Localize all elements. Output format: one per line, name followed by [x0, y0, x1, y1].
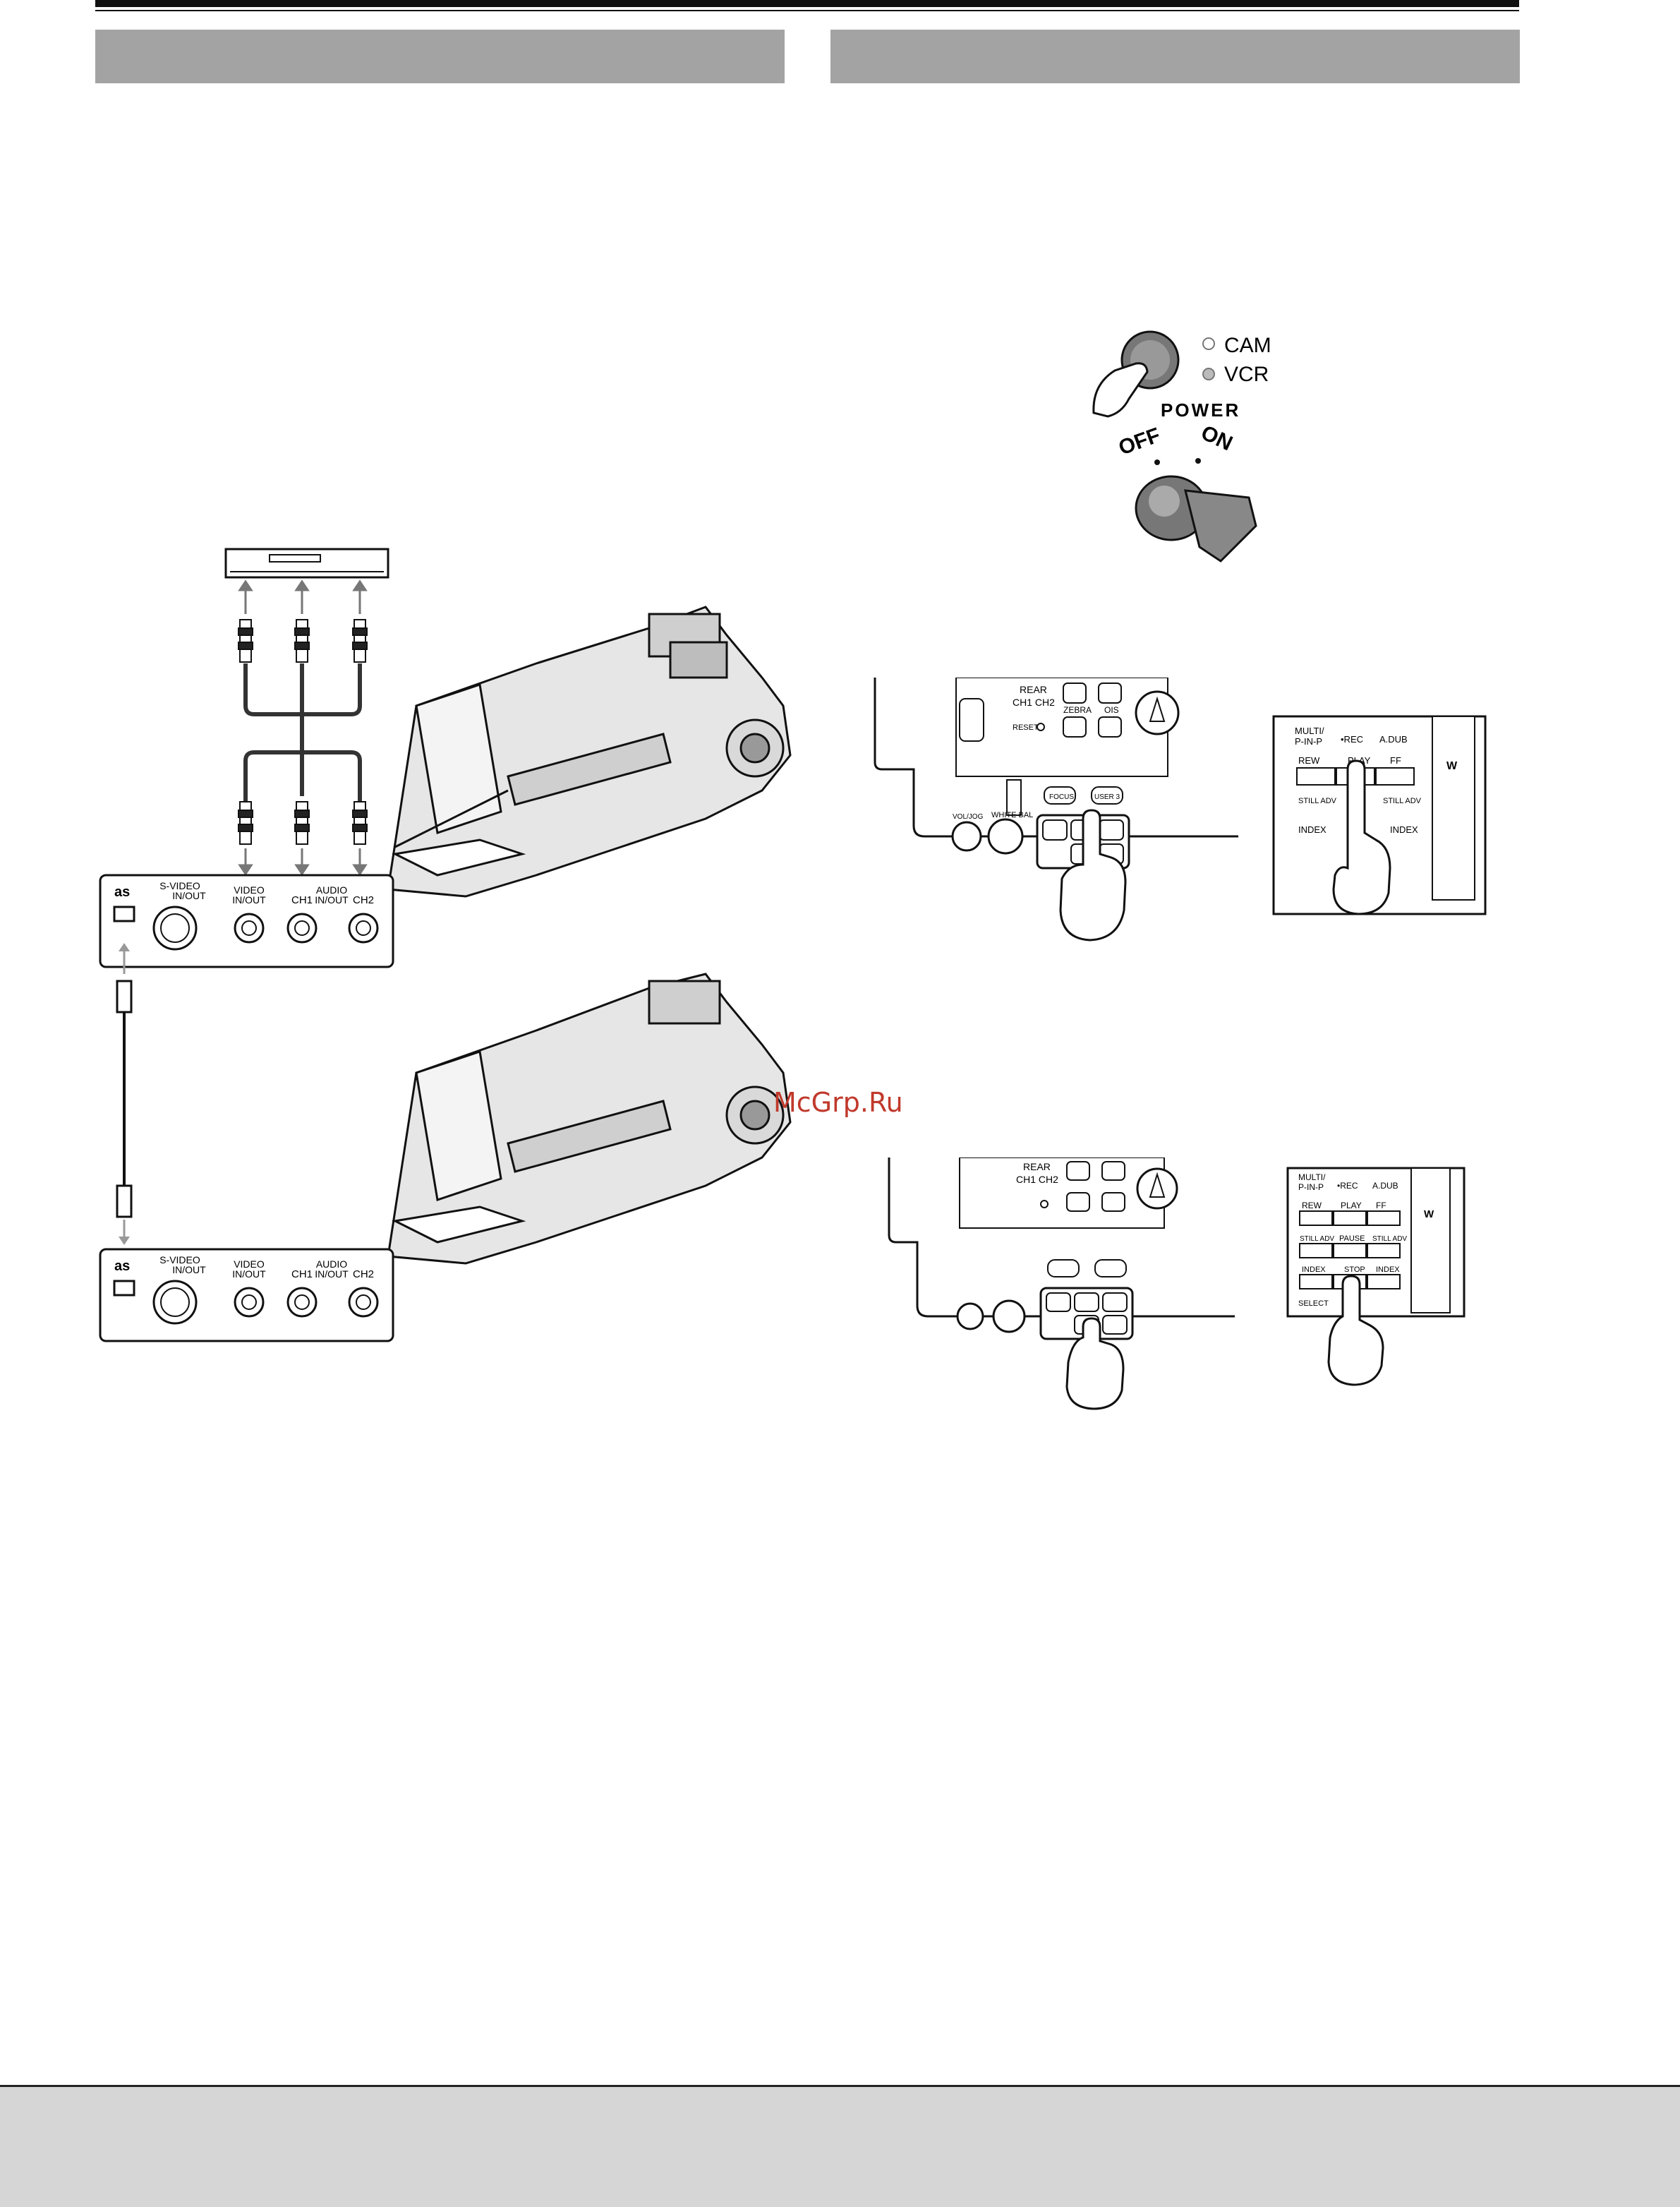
rca-plugs-top — [238, 619, 368, 663]
svg-text:CH1 CH2: CH1 CH2 — [1016, 1174, 1058, 1185]
svg-text:PAUSE: PAUSE — [1339, 1234, 1365, 1243]
camcorder-illustration-bottom — [387, 973, 792, 1265]
svg-text:CH2: CH2 — [353, 1268, 374, 1280]
svg-text:VIDEO: VIDEO — [234, 884, 265, 896]
svg-text:INDEX: INDEX — [1298, 824, 1327, 835]
svg-text:REAR: REAR — [1020, 684, 1047, 695]
vcr-label: VCR — [1224, 363, 1269, 386]
svg-text:FF: FF — [1376, 1201, 1386, 1210]
svg-text:VOL/JOG: VOL/JOG — [953, 813, 984, 821]
svg-text:IN/OUT: IN/OUT — [315, 894, 349, 906]
svg-text:IN/OUT: IN/OUT — [172, 1264, 206, 1275]
external-vcr-icon — [224, 548, 389, 579]
svg-text:•REC: •REC — [1341, 734, 1363, 745]
svg-text:MULTI/: MULTI/ — [1298, 1172, 1326, 1182]
svg-text:STILL ADV: STILL ADV — [1298, 797, 1337, 805]
svg-text:CH1 CH2: CH1 CH2 — [1013, 697, 1055, 708]
svg-text:ZEBRA: ZEBRA — [1063, 705, 1092, 715]
cam-label: CAM — [1224, 334, 1271, 357]
svg-text:A.DUB: A.DUB — [1372, 1181, 1398, 1191]
right-section-header — [830, 30, 1520, 83]
svg-text:P-IN-P: P-IN-P — [1298, 1182, 1324, 1192]
svg-text:MULTI/: MULTI/ — [1295, 726, 1324, 736]
svg-text:INDEX: INDEX — [1302, 1265, 1326, 1274]
svg-text:INDEX: INDEX — [1376, 1265, 1400, 1274]
svg-text:FF: FF — [1390, 755, 1401, 766]
svg-text:REAR: REAR — [1023, 1161, 1051, 1172]
finger-press-remote-play-icon — [1332, 759, 1391, 915]
terminal-panel-bottom: as S-VIDEO IN/OUT VIDEO IN/OUT CH1 AUDIO… — [99, 1248, 394, 1342]
svg-text:STOP: STOP — [1344, 1265, 1365, 1274]
left-section-header — [95, 30, 785, 83]
watermark-text: McGrp.Ru — [773, 1087, 903, 1118]
finger-press-remote-stop-icon — [1327, 1275, 1384, 1386]
dv-port-icon — [113, 906, 135, 922]
svg-text:OIS: OIS — [1104, 705, 1119, 715]
svg-text:as: as — [114, 1258, 130, 1274]
svg-text:AUDIO: AUDIO — [316, 1258, 347, 1270]
svg-text:STILL ADV: STILL ADV — [1372, 1235, 1407, 1243]
svg-text:REW: REW — [1298, 755, 1320, 766]
dv-cable-icon — [116, 943, 133, 1245]
svg-text:USER 3: USER 3 — [1094, 793, 1120, 801]
svg-text:CH1: CH1 — [291, 894, 313, 906]
terminal-panel-top: as S-VIDEO IN/OUT VIDEO IN/OUT CH1 AUDIO… — [99, 874, 394, 968]
svg-text:W: W — [1424, 1208, 1434, 1220]
svg-text:WHITE BAL: WHITE BAL — [991, 811, 1033, 819]
svg-text:A.DUB: A.DUB — [1379, 734, 1408, 745]
svg-text:FOCUS: FOCUS — [1049, 793, 1074, 801]
svg-text:STILL ADV: STILL ADV — [1300, 1235, 1334, 1243]
svg-text:IN/OUT: IN/OUT — [232, 894, 266, 906]
svg-text:RESET: RESET — [1013, 723, 1039, 732]
svg-text:•REC: •REC — [1337, 1181, 1358, 1191]
svg-text:IN/OUT: IN/OUT — [315, 1268, 349, 1280]
svg-text:VIDEO: VIDEO — [234, 1258, 265, 1270]
svg-text:S-VIDEO: S-VIDEO — [159, 1254, 200, 1265]
svg-text:SELECT: SELECT — [1298, 1299, 1329, 1308]
svg-text:S-VIDEO: S-VIDEO — [159, 880, 200, 891]
top-rule-thin — [95, 10, 1519, 11]
finger-press-stop-icon — [1065, 1317, 1125, 1410]
top-rule-thick — [95, 0, 1519, 7]
on-label: ON — [1197, 421, 1236, 455]
camcorder-illustration-top — [387, 606, 792, 898]
connection-diagram: as S-VIDEO IN/OUT VIDEO IN/OUT CH1 AUDIO… — [99, 548, 792, 1342]
power-switch-illustration: CAM VCR POWER OFF ON — [1092, 330, 1271, 563]
svg-text:W: W — [1446, 760, 1458, 772]
svg-text:AUDIO: AUDIO — [316, 884, 347, 896]
remote-controls-stop: MULTI/ P-IN-P •REC A.DUB REW PLAY FF STI… — [1286, 1167, 1466, 1386]
rca-plugs-bottom — [238, 801, 368, 845]
off-label: OFF — [1116, 423, 1164, 460]
svg-text:REW: REW — [1302, 1201, 1322, 1210]
finger-icon — [1092, 362, 1149, 418]
svg-text:PLAY: PLAY — [1341, 1201, 1362, 1210]
svg-text:CH2: CH2 — [353, 894, 374, 906]
dv-label: as — [114, 884, 130, 900]
remote-controls-play: MULTI/ P-IN-P •REC A.DUB REW PLAY FF STI… — [1272, 715, 1487, 915]
page-footer — [0, 2085, 1680, 2207]
power-label: POWER — [1161, 399, 1240, 421]
svg-text:IN/OUT: IN/OUT — [232, 1268, 266, 1280]
svg-text:CH1: CH1 — [291, 1268, 313, 1280]
svg-text:STILL ADV: STILL ADV — [1383, 797, 1422, 805]
camera-controls-stop: REAR CH1 CH2 — [888, 1157, 1235, 1410]
finger-press-play-icon — [1059, 809, 1127, 942]
svg-text:P-IN-P: P-IN-P — [1295, 736, 1322, 747]
camera-controls-play: REAR CH1 CH2 RESET ZEBRA OIS FOCUS USER … — [874, 678, 1238, 942]
svg-text:IN/OUT: IN/OUT — [172, 890, 206, 901]
svg-text:INDEX: INDEX — [1390, 824, 1418, 835]
